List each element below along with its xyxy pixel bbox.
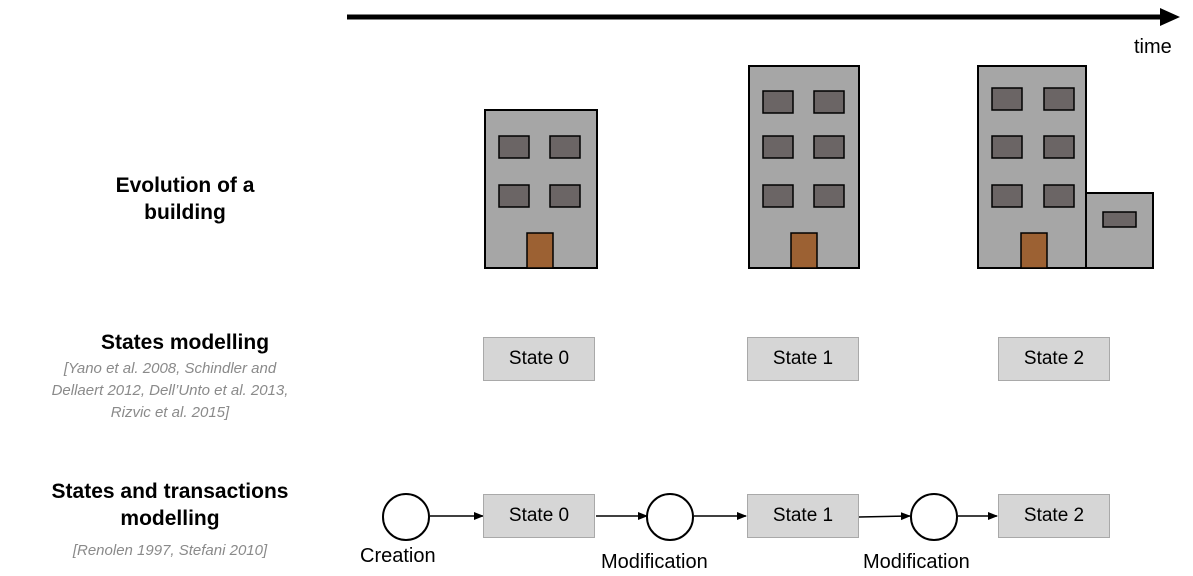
door: [526, 232, 554, 269]
door: [790, 232, 818, 269]
row-citation-transactions: [Renolen 1997, Stefani 2010]: [72, 542, 268, 559]
window: [813, 135, 845, 159]
window: [813, 90, 845, 114]
window: [1043, 135, 1075, 159]
window: [549, 184, 581, 208]
window: [1043, 184, 1075, 208]
event-label-modification-1: Modification: [601, 551, 708, 573]
event-label-modification-2: Modification: [863, 551, 970, 573]
event-node-creation: [382, 493, 430, 541]
row-title-transactions: States and transactions modelling: [20, 478, 320, 532]
window: [498, 184, 530, 208]
citation-line: [Yano et al. 2008, Schindler and: [63, 360, 277, 377]
window: [762, 90, 794, 114]
window: [991, 184, 1023, 208]
row-citation-states: [Yano et al. 2008, Schindler and Dellaer…: [0, 358, 340, 424]
row-title-states: States modelling: [100, 331, 270, 354]
transaction-state-box-0: State 0: [483, 494, 595, 538]
window: [991, 87, 1023, 111]
building-state-0: [484, 109, 598, 269]
building-state-1: [748, 65, 860, 269]
transaction-flow: [382, 493, 998, 541]
window: [498, 135, 530, 159]
event-label-creation: Creation: [360, 545, 436, 567]
row-title-evolution: Evolution of a building: [60, 172, 310, 226]
door: [1020, 232, 1048, 269]
window: [1102, 211, 1137, 228]
state-box-0: State 0: [483, 337, 595, 381]
row-title-line: Evolution of a: [115, 174, 255, 197]
citation-line: Rizvic et al. 2015]: [110, 404, 230, 421]
transaction-state-box-1: State 1: [747, 494, 859, 538]
transaction-state-box-2: State 2: [998, 494, 1110, 538]
window: [991, 135, 1023, 159]
time-axis-label: time: [1134, 36, 1172, 58]
window: [549, 135, 581, 159]
row-title-line: modelling: [120, 507, 220, 530]
event-node-modification-2: [910, 493, 958, 541]
event-node-modification-1: [646, 493, 694, 541]
window: [762, 135, 794, 159]
state-box-1: State 1: [747, 337, 859, 381]
state-box-2: State 2: [998, 337, 1110, 381]
window: [813, 184, 845, 208]
window: [762, 184, 794, 208]
row-title-line: States and transactions: [51, 480, 289, 503]
timeline-arrow: [347, 8, 1180, 26]
row-title-line: building: [144, 201, 226, 224]
window: [1043, 87, 1075, 111]
building-state-2: [977, 65, 1154, 269]
flow-arrow: [858, 512, 911, 521]
citation-line: Dellaert 2012, Dell’Unto et al. 2013,: [51, 382, 289, 399]
